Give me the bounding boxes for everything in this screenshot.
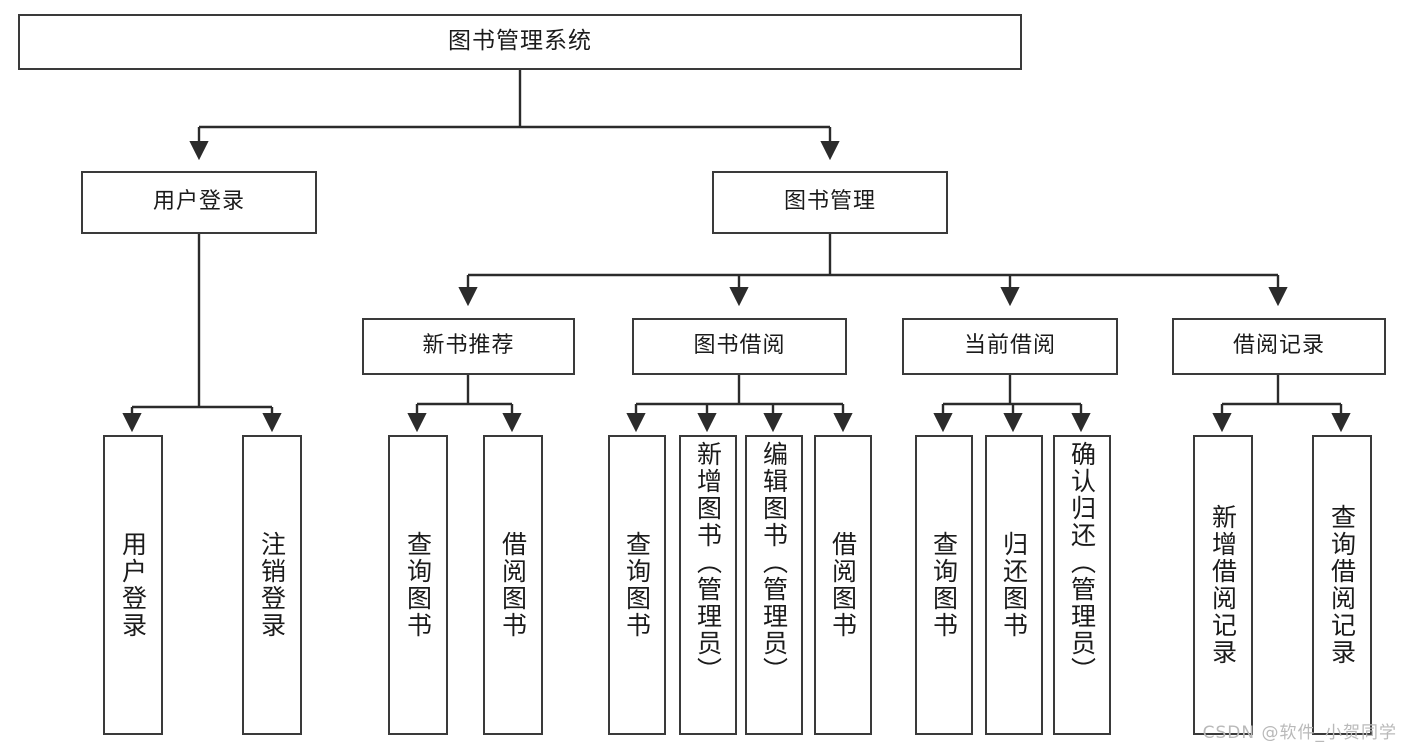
node-current-borrow[interactable]: 当前借阅 <box>902 318 1118 375</box>
node-label: 确认归还（管理员） <box>1067 441 1097 684</box>
leaf-add-borrow-record[interactable]: 新增借阅记录 <box>1193 435 1253 735</box>
node-label: 查询图书 <box>403 531 433 639</box>
node-label: 当前借阅 <box>963 333 1056 359</box>
node-label: 借阅记录 <box>1232 333 1325 359</box>
node-label: 图书借阅 <box>693 333 786 359</box>
node-label: 新增图书（管理员） <box>693 441 723 684</box>
node-label: 查询借阅记录 <box>1327 504 1357 666</box>
leaf-user-login[interactable]: 用户登录 <box>103 435 163 735</box>
watermark-text: CSDN @软件_小贺同学 <box>1202 723 1397 743</box>
node-label: 借阅图书 <box>498 531 528 639</box>
node-label: 图书管理 <box>783 189 876 215</box>
node-label: 查询图书 <box>622 531 652 639</box>
leaf-query-borrow-record[interactable]: 查询借阅记录 <box>1312 435 1372 735</box>
node-user-login[interactable]: 用户登录 <box>81 171 317 234</box>
node-root-system[interactable]: 图书管理系统 <box>18 14 1022 70</box>
leaf-return-book[interactable]: 归还图书 <box>985 435 1043 735</box>
leaf-add-book[interactable]: 新增图书（管理员） <box>679 435 737 735</box>
node-label: 编辑图书（管理员） <box>759 441 789 684</box>
leaf-confirm-return[interactable]: 确认归还（管理员） <box>1053 435 1111 735</box>
node-label: 借阅图书 <box>828 531 858 639</box>
leaf-borrow-book-borrow[interactable]: 借阅图书 <box>814 435 872 735</box>
node-label: 用户登录 <box>118 531 148 639</box>
leaf-user-logout[interactable]: 注销登录 <box>242 435 302 735</box>
node-label: 新书推荐 <box>422 333 515 359</box>
node-book-manage[interactable]: 图书管理 <box>712 171 948 234</box>
leaf-query-book-borrow[interactable]: 查询图书 <box>608 435 666 735</box>
node-label: 归还图书 <box>999 531 1029 639</box>
leaf-query-book-current[interactable]: 查询图书 <box>915 435 973 735</box>
node-label: 查询图书 <box>929 531 959 639</box>
node-label: 图书管理系统 <box>448 28 592 55</box>
leaf-borrow-book-recommend[interactable]: 借阅图书 <box>483 435 543 735</box>
node-label: 新增借阅记录 <box>1208 504 1238 666</box>
node-book-borrow[interactable]: 图书借阅 <box>632 318 847 375</box>
leaf-edit-book[interactable]: 编辑图书（管理员） <box>745 435 803 735</box>
leaf-query-book-recommend[interactable]: 查询图书 <box>388 435 448 735</box>
node-borrow-record[interactable]: 借阅记录 <box>1172 318 1386 375</box>
node-label: 注销登录 <box>257 531 287 639</box>
node-label: 用户登录 <box>152 189 245 215</box>
node-new-book-recommend[interactable]: 新书推荐 <box>362 318 575 375</box>
